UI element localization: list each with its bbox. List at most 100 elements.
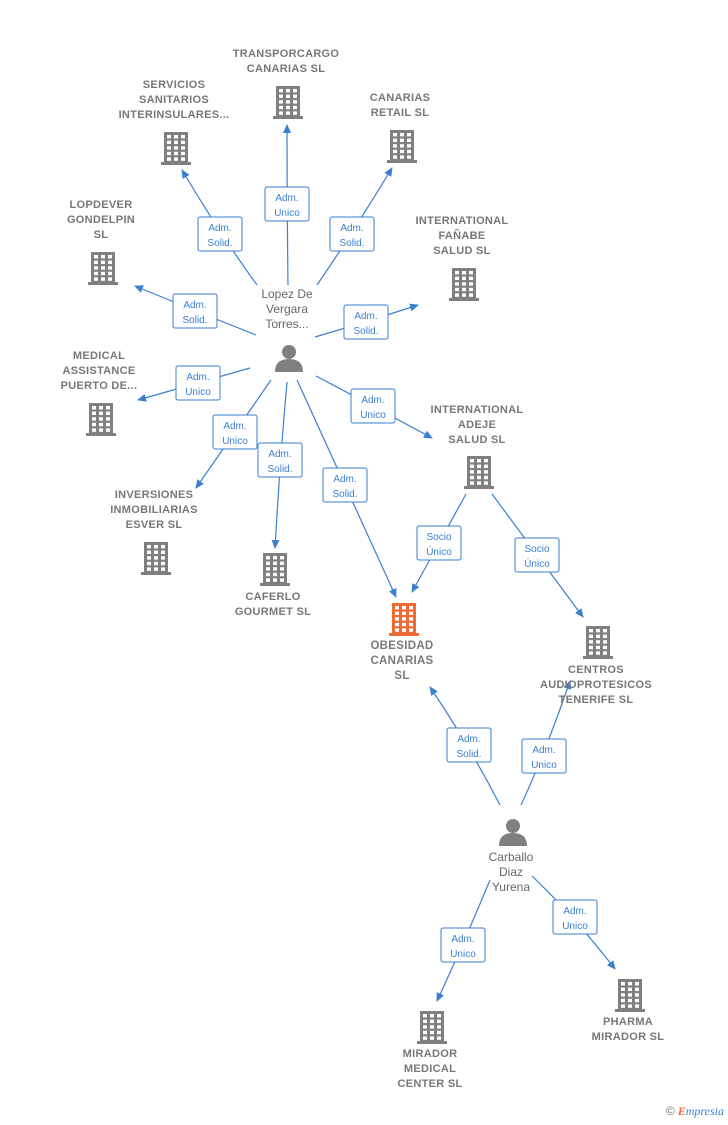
building-icon [273,86,303,119]
node-label: PUERTO DE... [61,380,138,392]
relation-label: Solid. [353,326,378,337]
node-label: TENERIFE SL [559,694,634,706]
building-icon [583,626,613,659]
relation-label: Adm. [275,193,298,204]
node-label: MIRADOR [403,1048,458,1060]
node-label: INVERSIONES [115,489,194,501]
relation-badge[interactable] [416,525,462,561]
node-label: SL [94,229,109,241]
edge-lopez-to-adeje: Adm. Unico [315,375,433,439]
edge-lopez-to-canarias_retail: Adm. Solid. [316,167,393,286]
relation-badge[interactable] [197,216,243,252]
building-icon [88,252,118,285]
relation-badge[interactable] [175,365,221,401]
node-lopez[interactable]: Lopez DeVergaraTorres... [261,287,313,372]
edge-lopez-to-obesidad: Adm.Solid. [296,379,397,598]
relation-badge[interactable] [350,388,396,424]
relation-label: Adm. [333,474,356,485]
relation-label: Adm. [361,395,384,406]
relation-badge[interactable] [514,537,560,573]
relation-label: Unico [360,410,386,421]
building-icon [449,268,479,301]
node-label: CENTER SL [397,1078,462,1090]
building-icon [86,403,116,436]
node-label: ASSISTANCE [62,365,135,377]
relation-badge[interactable] [257,442,303,478]
relation-badge[interactable] [440,927,486,963]
relation-badge[interactable] [446,727,492,763]
relation-label: Unico [531,760,557,771]
building-icon [260,553,290,586]
relation-label: Adm. [268,449,291,460]
building-icon [141,542,171,575]
relation-badge[interactable] [552,899,598,935]
relation-label: Adm. [457,734,480,745]
relation-label: Adm. [223,421,246,432]
node-label: Lopez De [261,287,313,301]
edge-carballo-to-pharma: Adm.Unico [531,875,616,970]
relation-label: Adm. [183,300,206,311]
node-label: Vergara [266,302,308,316]
node-label: INTERINSULARES... [119,109,230,121]
node-label: CENTROS [568,664,624,676]
relation-badge[interactable] [264,186,310,222]
node-label: Torres... [265,317,308,331]
relation-label: Adm. [532,745,555,756]
relation-label: Solid. [456,749,481,760]
node-transporcargo[interactable]: TRANSPORCARGO CANARIAS SL [233,48,340,119]
node-label: GOURMET SL [235,606,311,618]
relation-label: Unico [450,949,476,960]
edge-carballo-to-centros: Adm. Unico [520,680,572,806]
node-label: INTERNATIONAL [431,404,524,416]
node-label: OBESIDAD [370,640,433,652]
relation-label: Solid. [267,464,292,475]
relation-label: Único [426,545,452,558]
building-icon [389,603,419,636]
node-servicios[interactable]: SERVICIOSSANITARIOSINTERINSULARES... [119,79,230,165]
relation-label: Adm. [340,223,363,234]
node-label: CAFERLO [245,591,300,603]
relation-label: Adm. [451,934,474,945]
relation-label: Solid. [339,238,364,249]
relation-badge[interactable] [212,414,258,450]
relation-label: Unico [185,387,211,398]
node-mirador[interactable]: MIRADOR MEDICAL CENTER SL [397,1011,462,1090]
relation-badge[interactable] [322,467,368,503]
building-icon [161,132,191,165]
node-label: TRANSPORCARGO [233,48,340,60]
copyright-icon: © [665,1104,675,1118]
credit-initial: E [677,1104,686,1118]
node-label: CANARIAS SL [247,63,325,75]
relation-label: Adm. [208,223,231,234]
relation-badge[interactable] [172,293,218,329]
relation-label: Unico [562,921,588,932]
node-label: Yurena [492,880,530,894]
node-label: SERVICIOS [143,79,205,91]
node-label: SALUD SL [448,434,505,446]
node-label: INTERNATIONAL [416,215,509,227]
relation-label: Único [524,557,550,570]
node-label: MEDICAL [73,350,125,362]
empresia-credit[interactable]: © Empresia [666,1104,724,1119]
edge-carballo-to-obesidad: Adm. Solid. [429,686,501,806]
building-icon [387,130,417,163]
edge-lopez-to-lopdever: Adm.Solid. [134,285,257,336]
node-caferlo[interactable]: CAFERLO GOURMET SL [235,553,311,618]
relation-badge[interactable] [343,304,389,340]
edge-lopez-to-fanabe: Adm.Solid. [314,303,419,340]
relation-badge[interactable] [329,216,375,252]
node-label: MEDICAL [404,1063,456,1075]
node-medical[interactable]: MEDICAL ASSISTANCE PUERTO DE... [61,350,138,436]
relation-badge[interactable] [521,738,567,774]
